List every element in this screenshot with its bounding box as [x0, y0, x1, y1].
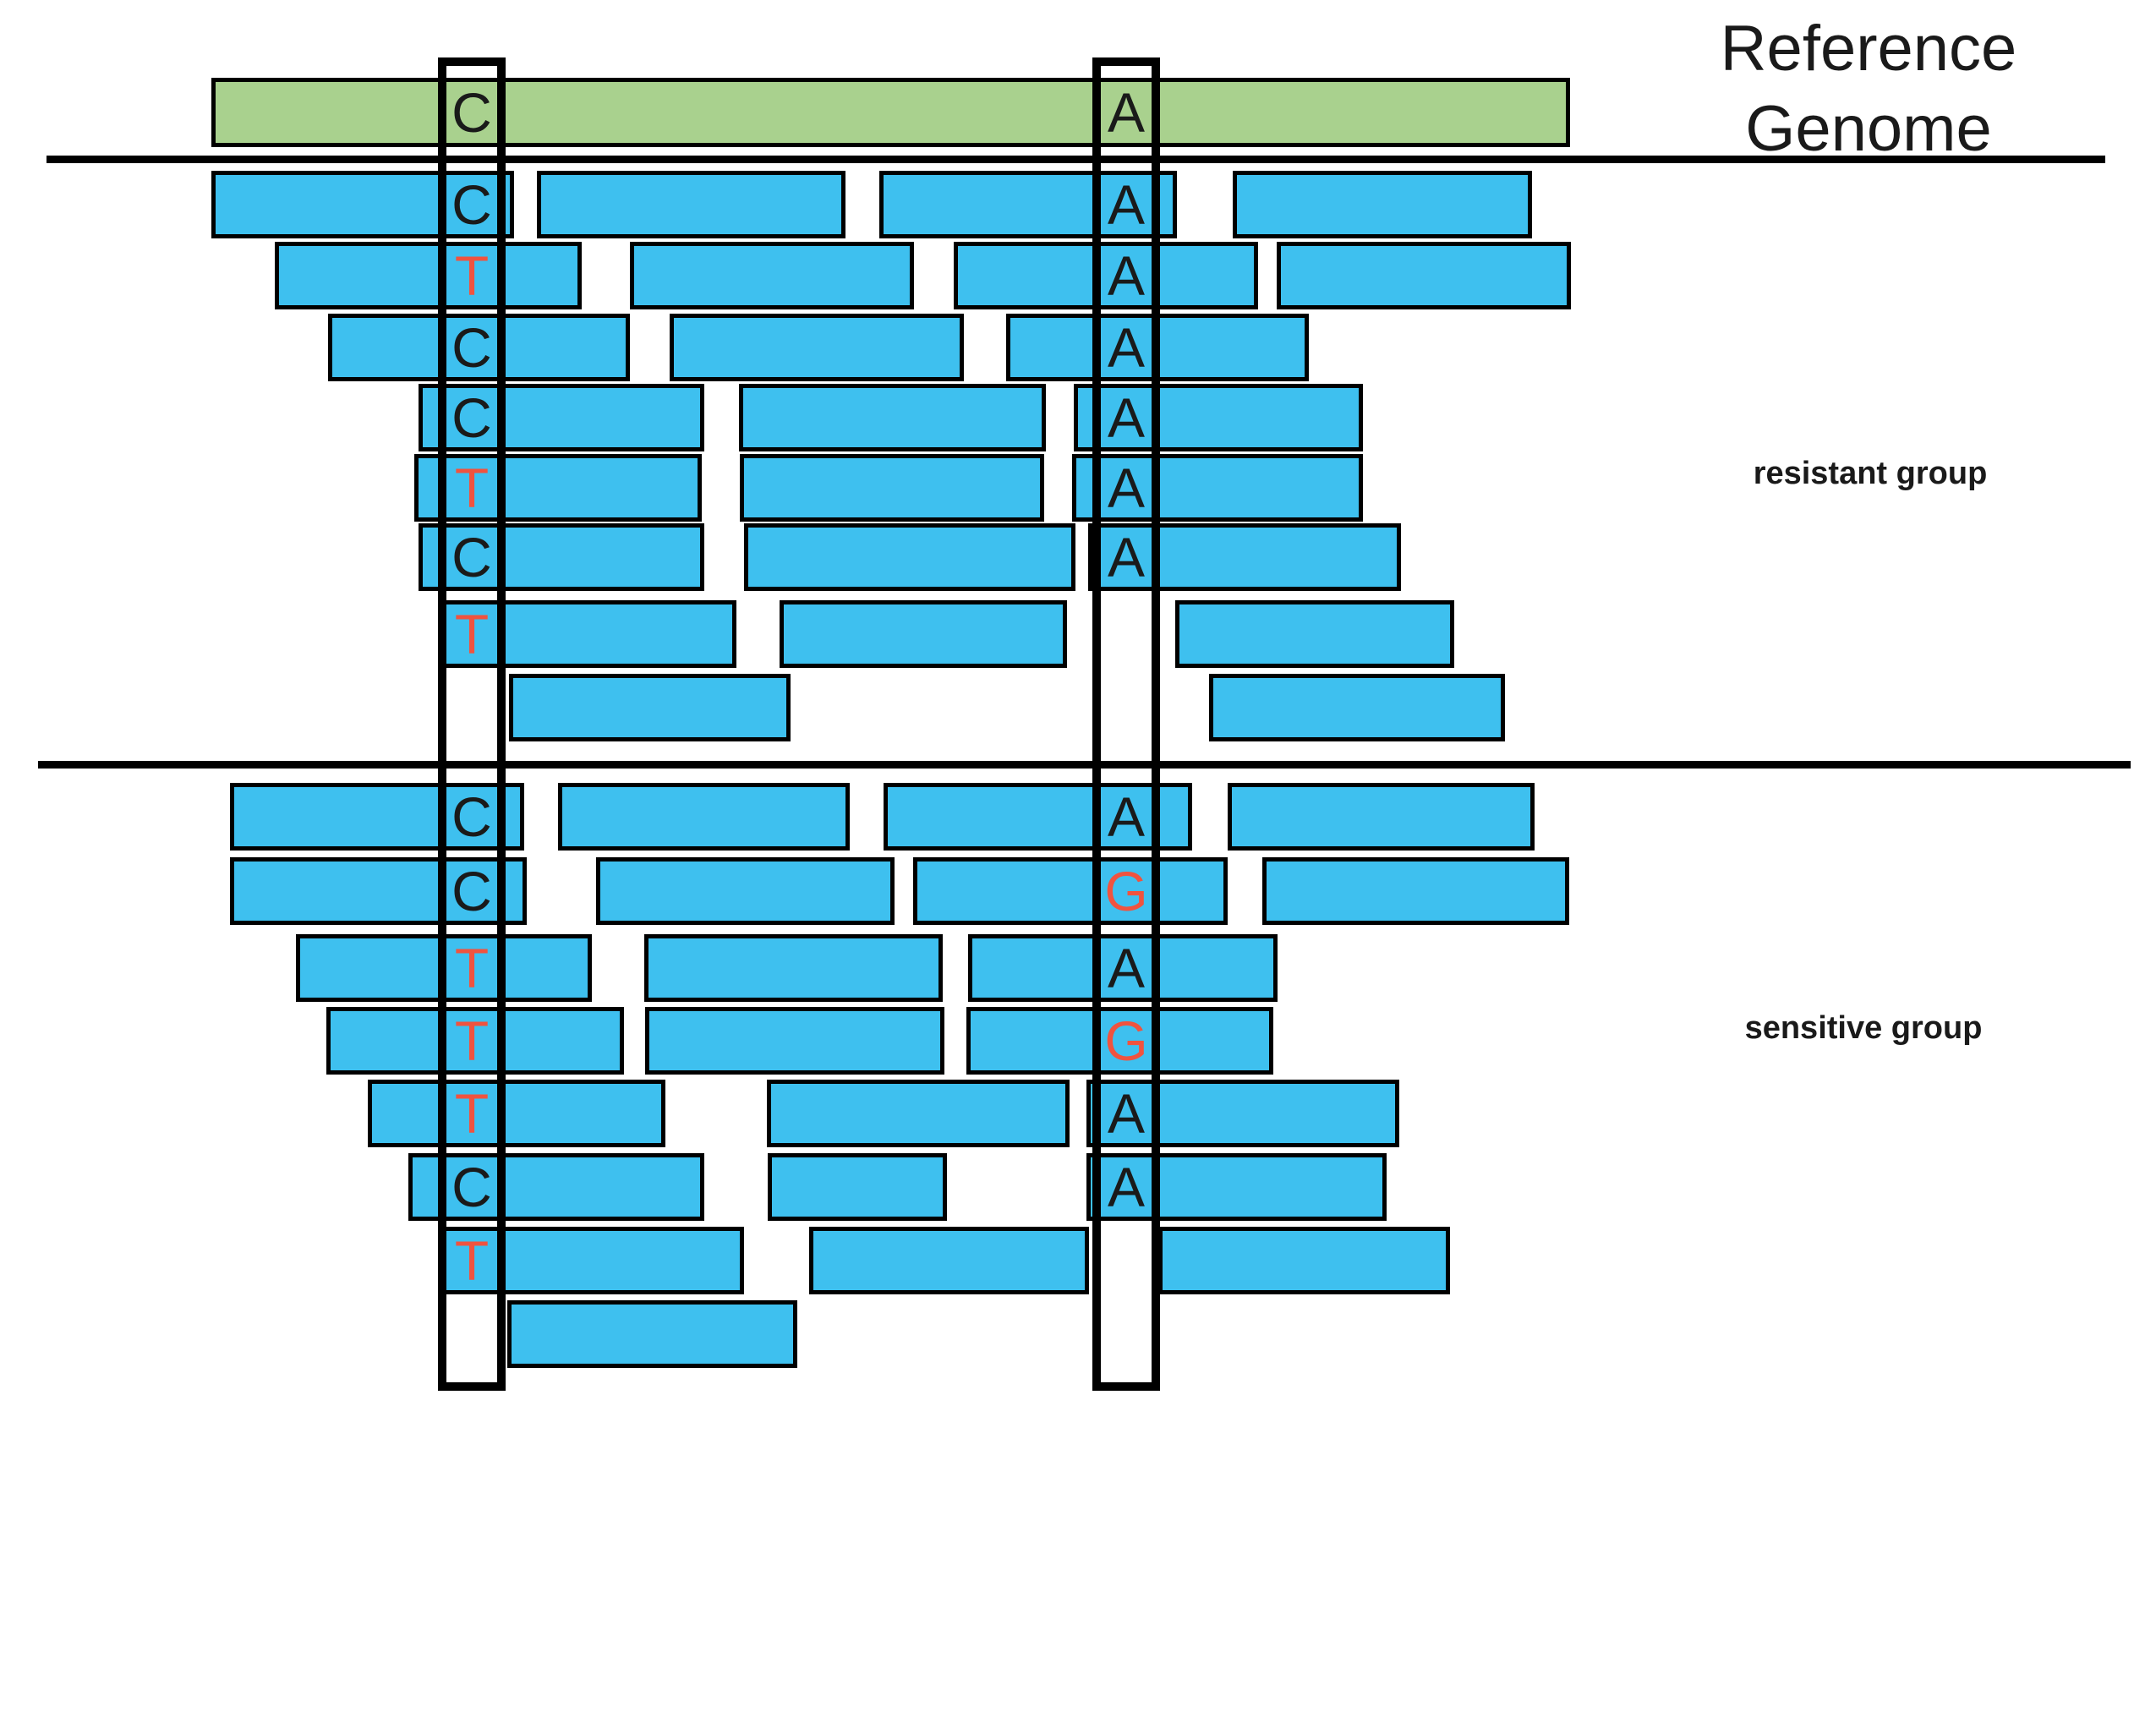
title-line-1: Reference	[1720, 13, 2017, 85]
read-group2-row8-seg1	[507, 1300, 797, 1368]
resistant-group-label: resistant group	[1753, 456, 1988, 491]
read-group2-row1-seg1	[230, 783, 524, 851]
read-group2-row5-seg2	[767, 1080, 1070, 1147]
read-group2-row5-seg1	[368, 1080, 665, 1147]
read-group1-row8-seg1	[509, 674, 791, 741]
read-group1-row1-seg1	[211, 171, 514, 238]
read-group1-row6-seg1	[419, 523, 704, 591]
read-group1-row8-seg2	[1209, 674, 1505, 741]
read-group2-row6-seg3	[1086, 1153, 1387, 1221]
read-group1-row1-seg4	[1233, 171, 1532, 238]
read-group2-row5-seg3	[1086, 1080, 1399, 1147]
read-group1-row1-seg2	[537, 171, 845, 238]
read-group1-row4-seg2	[739, 384, 1046, 451]
read-group1-row2-seg4	[1277, 242, 1571, 309]
base-letter-a-g1r4: A	[1107, 386, 1146, 449]
base-letter-t-g2r3: T	[454, 937, 490, 999]
base-letter-t-g2r4: T	[454, 1009, 490, 1072]
base-letter-a-g2r3: A	[1107, 937, 1146, 999]
read-group2-row1-seg2	[558, 783, 850, 851]
base-letter-t-g1r7: T	[454, 603, 490, 665]
base-letter-c-g1r3: C	[451, 316, 492, 379]
read-group1-row2-seg3	[954, 242, 1258, 309]
separator-line-2	[38, 761, 2131, 769]
base-letter-a-g1r1: A	[1107, 173, 1146, 236]
read-group2-row7-seg1	[440, 1227, 744, 1294]
read-group2-row3-seg2	[644, 934, 943, 1002]
base-letter-c-g2r2: C	[451, 860, 492, 922]
base-letter-a-g1r2: A	[1107, 244, 1146, 307]
title-line-2: Genome	[1745, 93, 1992, 165]
read-group2-row3-seg3	[968, 934, 1278, 1002]
read-group1-row3-seg2	[670, 314, 964, 381]
variant-site-2-highlight-box	[1092, 57, 1160, 1391]
read-group1-row4-seg1	[419, 384, 704, 451]
read-group2-row2-seg4	[1262, 857, 1569, 925]
read-group1-row7-seg3	[1175, 600, 1454, 668]
read-group2-row1-seg4	[1228, 783, 1535, 851]
read-group1-row3-seg1	[328, 314, 630, 381]
base-letter-a-g1r5: A	[1107, 457, 1146, 519]
read-group1-row7-seg1	[440, 600, 736, 668]
read-group1-row1-seg3	[879, 171, 1177, 238]
read-group2-row2-seg2	[596, 857, 895, 925]
read-group2-row1-seg3	[884, 783, 1192, 851]
read-group1-row6-seg3	[1088, 523, 1401, 591]
variant-site-1-highlight-box	[438, 57, 506, 1391]
base-letter-a-g1r3: A	[1107, 316, 1146, 379]
read-group2-row6-seg1	[408, 1153, 704, 1221]
read-group2-row2-seg1	[230, 857, 527, 925]
base-letter-t-g1r2: T	[454, 244, 490, 307]
read-group1-row2-seg1	[275, 242, 582, 309]
base-letter-c-g2r1: C	[451, 785, 492, 848]
base-letter-g-g2r2: G	[1104, 860, 1148, 922]
reference-base-a: A	[1107, 81, 1146, 144]
base-letter-g-g2r4: G	[1104, 1009, 1148, 1072]
reference-base-c: C	[451, 81, 492, 144]
base-letter-c-g1r6: C	[451, 526, 492, 588]
read-group1-row6-seg2	[744, 523, 1075, 591]
read-group1-row4-seg3	[1074, 384, 1363, 451]
read-group2-row7-seg3	[1158, 1227, 1450, 1294]
read-group1-row2-seg2	[630, 242, 914, 309]
base-letter-a-g2r6: A	[1107, 1156, 1146, 1218]
base-letter-a-g2r5: A	[1107, 1082, 1146, 1145]
sensitive-group-label: sensitive group	[1744, 1010, 1983, 1046]
base-letter-t-g1r5: T	[454, 457, 490, 519]
base-letter-c-g1r1: C	[451, 173, 492, 236]
reference-genome-title: Reference Genome	[1573, 8, 2156, 169]
read-group2-row2-seg3	[913, 857, 1228, 925]
base-letter-c-g1r4: C	[451, 386, 492, 449]
read-group1-row5-seg1	[414, 454, 702, 522]
base-letter-c-g2r6: C	[451, 1156, 492, 1218]
base-letter-t-g2r5: T	[454, 1082, 490, 1145]
base-letter-a-g1r6: A	[1107, 526, 1146, 588]
base-letter-a-g2r1: A	[1107, 785, 1146, 848]
read-group1-row7-seg2	[780, 600, 1067, 668]
read-group2-row4-seg2	[645, 1007, 944, 1075]
read-group2-row7-seg2	[809, 1227, 1089, 1294]
reference-genome-bar	[211, 78, 1570, 147]
read-group1-row5-seg3	[1072, 454, 1363, 522]
separator-line-1	[47, 156, 2105, 163]
read-group1-row5-seg2	[740, 454, 1044, 522]
read-group2-row4-seg1	[326, 1007, 624, 1075]
base-letter-t-g2r7: T	[454, 1229, 490, 1292]
read-group2-row6-seg2	[768, 1153, 947, 1221]
read-group2-row4-seg3	[966, 1007, 1273, 1075]
